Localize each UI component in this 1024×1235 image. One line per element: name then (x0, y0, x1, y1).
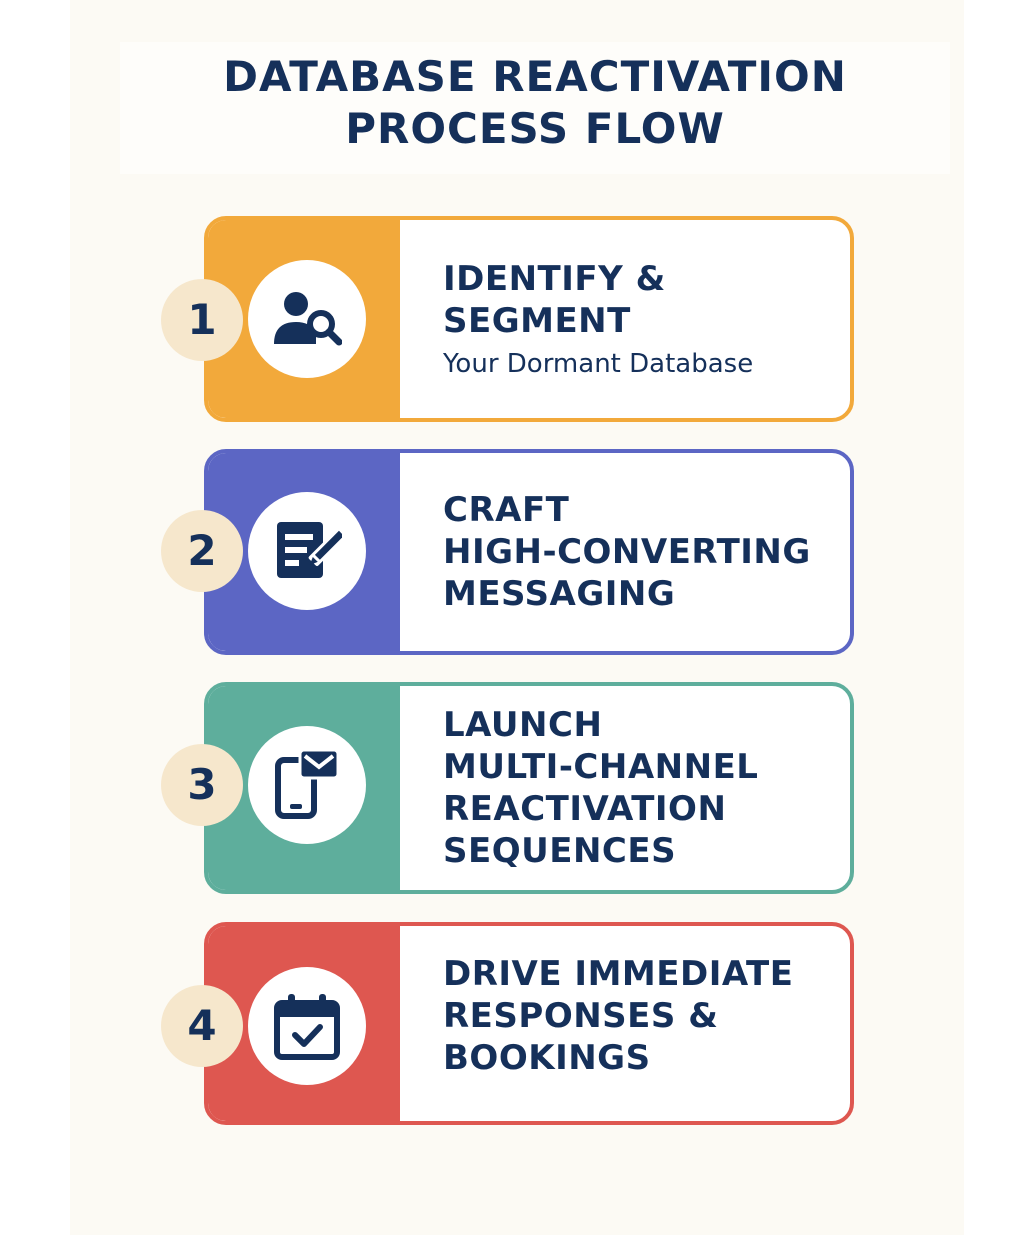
step-number-badge-2: 2 (161, 510, 243, 592)
user-search-icon (274, 292, 342, 346)
step-text-1: IDENTIFY & SEGMENT Your Dormant Database (443, 258, 753, 382)
step-heading-4-line-1: DRIVE IMMEDIATE (443, 954, 794, 994)
step-heading-3-line-4: SEQUENCES (443, 831, 677, 871)
step-heading-2-line-1: CRAFT (443, 490, 570, 530)
step-heading-3-line-2: MULTI-CHANNEL (443, 747, 759, 787)
step-heading-4-line-2: RESPONSES & (443, 996, 719, 1036)
title-panel (120, 42, 950, 174)
step-icon-circle-3 (248, 726, 366, 844)
step-subtext-1: Your Dormant Database (443, 349, 754, 379)
step-text-4: DRIVE IMMEDIATE RESPONSES & BOOKINGS (443, 953, 793, 1079)
page-title-line-2: PROCESS FLOW (345, 104, 725, 153)
step-text-3: LAUNCH MULTI-CHANNEL REACTIVATION SEQUEN… (443, 704, 758, 872)
step-number-badge-3: 3 (161, 744, 243, 826)
step-text-2: CRAFT HIGH-CONVERTING MESSAGING (443, 489, 811, 615)
step-heading-3-line-1: LAUNCH (443, 705, 603, 745)
step-heading-4-line-3: BOOKINGS (443, 1038, 651, 1078)
document-edit-icon (277, 522, 342, 578)
step-heading-2-line-3: MESSAGING (443, 574, 676, 614)
step-card-2 (204, 449, 854, 655)
calendar-check-icon (274, 994, 340, 1060)
step-heading-1-line-1: IDENTIFY & (443, 259, 666, 299)
phone-message-icon (275, 750, 340, 819)
step-number-badge-1: 1 (161, 279, 243, 361)
step-heading-1-line-2: SEGMENT (443, 301, 631, 341)
page-title-line-1: DATABASE REACTIVATION (223, 52, 847, 101)
step-icon-circle-1 (248, 260, 366, 378)
step-heading-3-line-3: REACTIVATION (443, 789, 727, 829)
step-icon-circle-2 (248, 492, 366, 610)
step-icon-circle-4 (248, 967, 366, 1085)
step-number-badge-4: 4 (161, 985, 243, 1067)
step-heading-2-line-2: HIGH-CONVERTING (443, 532, 811, 572)
